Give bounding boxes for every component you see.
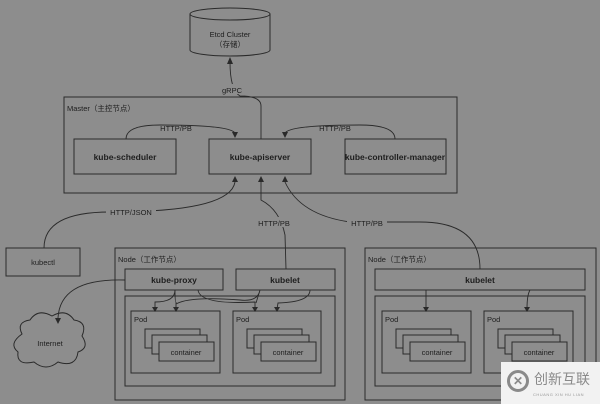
grpc-label: gRPC (222, 86, 243, 95)
node2-pod1 (381, 310, 472, 374)
scheduler-edge (125, 124, 236, 140)
node1-edge (260, 182, 287, 270)
node2-kubelet-label: kubelet (465, 275, 495, 285)
node1-pod2-label: Pod (236, 315, 249, 324)
node1-pod2-container (260, 341, 317, 362)
controller-http-label: HTTP/PB (319, 124, 351, 133)
kube-proxy-box (124, 268, 224, 291)
scheduler-http-label: HTTP/PB (160, 124, 192, 133)
node2-pod1-label: Pod (385, 315, 398, 324)
internet-label: Internet (37, 339, 63, 348)
kubectl-label: kubectl (31, 258, 55, 267)
etcd-cluster: Etcd Cluster （存储） (189, 7, 271, 57)
kubectl-box (5, 247, 81, 277)
node1-pod1-container (158, 341, 215, 362)
node1-pod1-label: Pod (134, 315, 147, 324)
node2-pods-area (374, 295, 586, 387)
node1-box (114, 247, 346, 401)
node2-kubelet-box (374, 268, 586, 291)
internet-cloud: Internet (13, 312, 86, 368)
kube-controller-manager-box (344, 138, 447, 175)
watermark-text: 创新互联 (534, 372, 590, 388)
arrow-icon (227, 57, 233, 64)
node2-box (364, 247, 597, 401)
node2-pod1-container-label: container (422, 348, 453, 357)
watermark: ✕ 创新互联 CHUANG XIN HU LIAN (501, 362, 600, 404)
node1-kubelet-label: kubelet (270, 275, 300, 285)
grpc-edge (229, 61, 262, 139)
kube-controller-manager-label: kube-controller-manager (345, 152, 446, 162)
master-label: Master（主控节点） (67, 103, 135, 113)
kube-scheduler-label: kube-scheduler (94, 152, 158, 162)
node2-internal-edges (425, 289, 531, 310)
node2-pod1-container (409, 341, 466, 362)
kube-scheduler-box (73, 138, 177, 175)
node2-pod2-label: Pod (487, 315, 500, 324)
etcd-subtitle: （存储） (215, 39, 245, 49)
proxy-internet-edge (57, 279, 126, 319)
node1-label: Node（工作节点） (118, 254, 181, 264)
node1-pod1-container-label: container (171, 348, 202, 357)
node2-http-label: HTTP/PB (351, 219, 383, 228)
etcd-title: Etcd Cluster (210, 30, 251, 39)
node1-pods-area (124, 295, 336, 387)
controller-edge (284, 124, 396, 140)
master-box (63, 96, 458, 194)
watermark-logo-icon: ✕ (507, 370, 529, 392)
kube-proxy-label: kube-proxy (151, 275, 197, 285)
kube-apiserver-label: kube-apiserver (230, 152, 291, 162)
node2-label: Node（工作节点） (368, 254, 431, 264)
kubectl-http-label: HTTP/JSON (110, 208, 152, 217)
node1-pod2 (232, 310, 322, 374)
node1-pod1 (130, 310, 221, 374)
kube-apiserver-box (208, 138, 312, 175)
node1-internal-edges (154, 289, 311, 310)
node1-http-label: HTTP/PB (258, 219, 290, 228)
watermark-subtext: CHUANG XIN HU LIAN (533, 392, 585, 397)
node2-pod2-container-label: container (524, 348, 555, 357)
node1-pod2-container-label: container (273, 348, 304, 357)
node1-kubelet-box (235, 268, 336, 291)
node2-pod2-container (511, 341, 568, 362)
